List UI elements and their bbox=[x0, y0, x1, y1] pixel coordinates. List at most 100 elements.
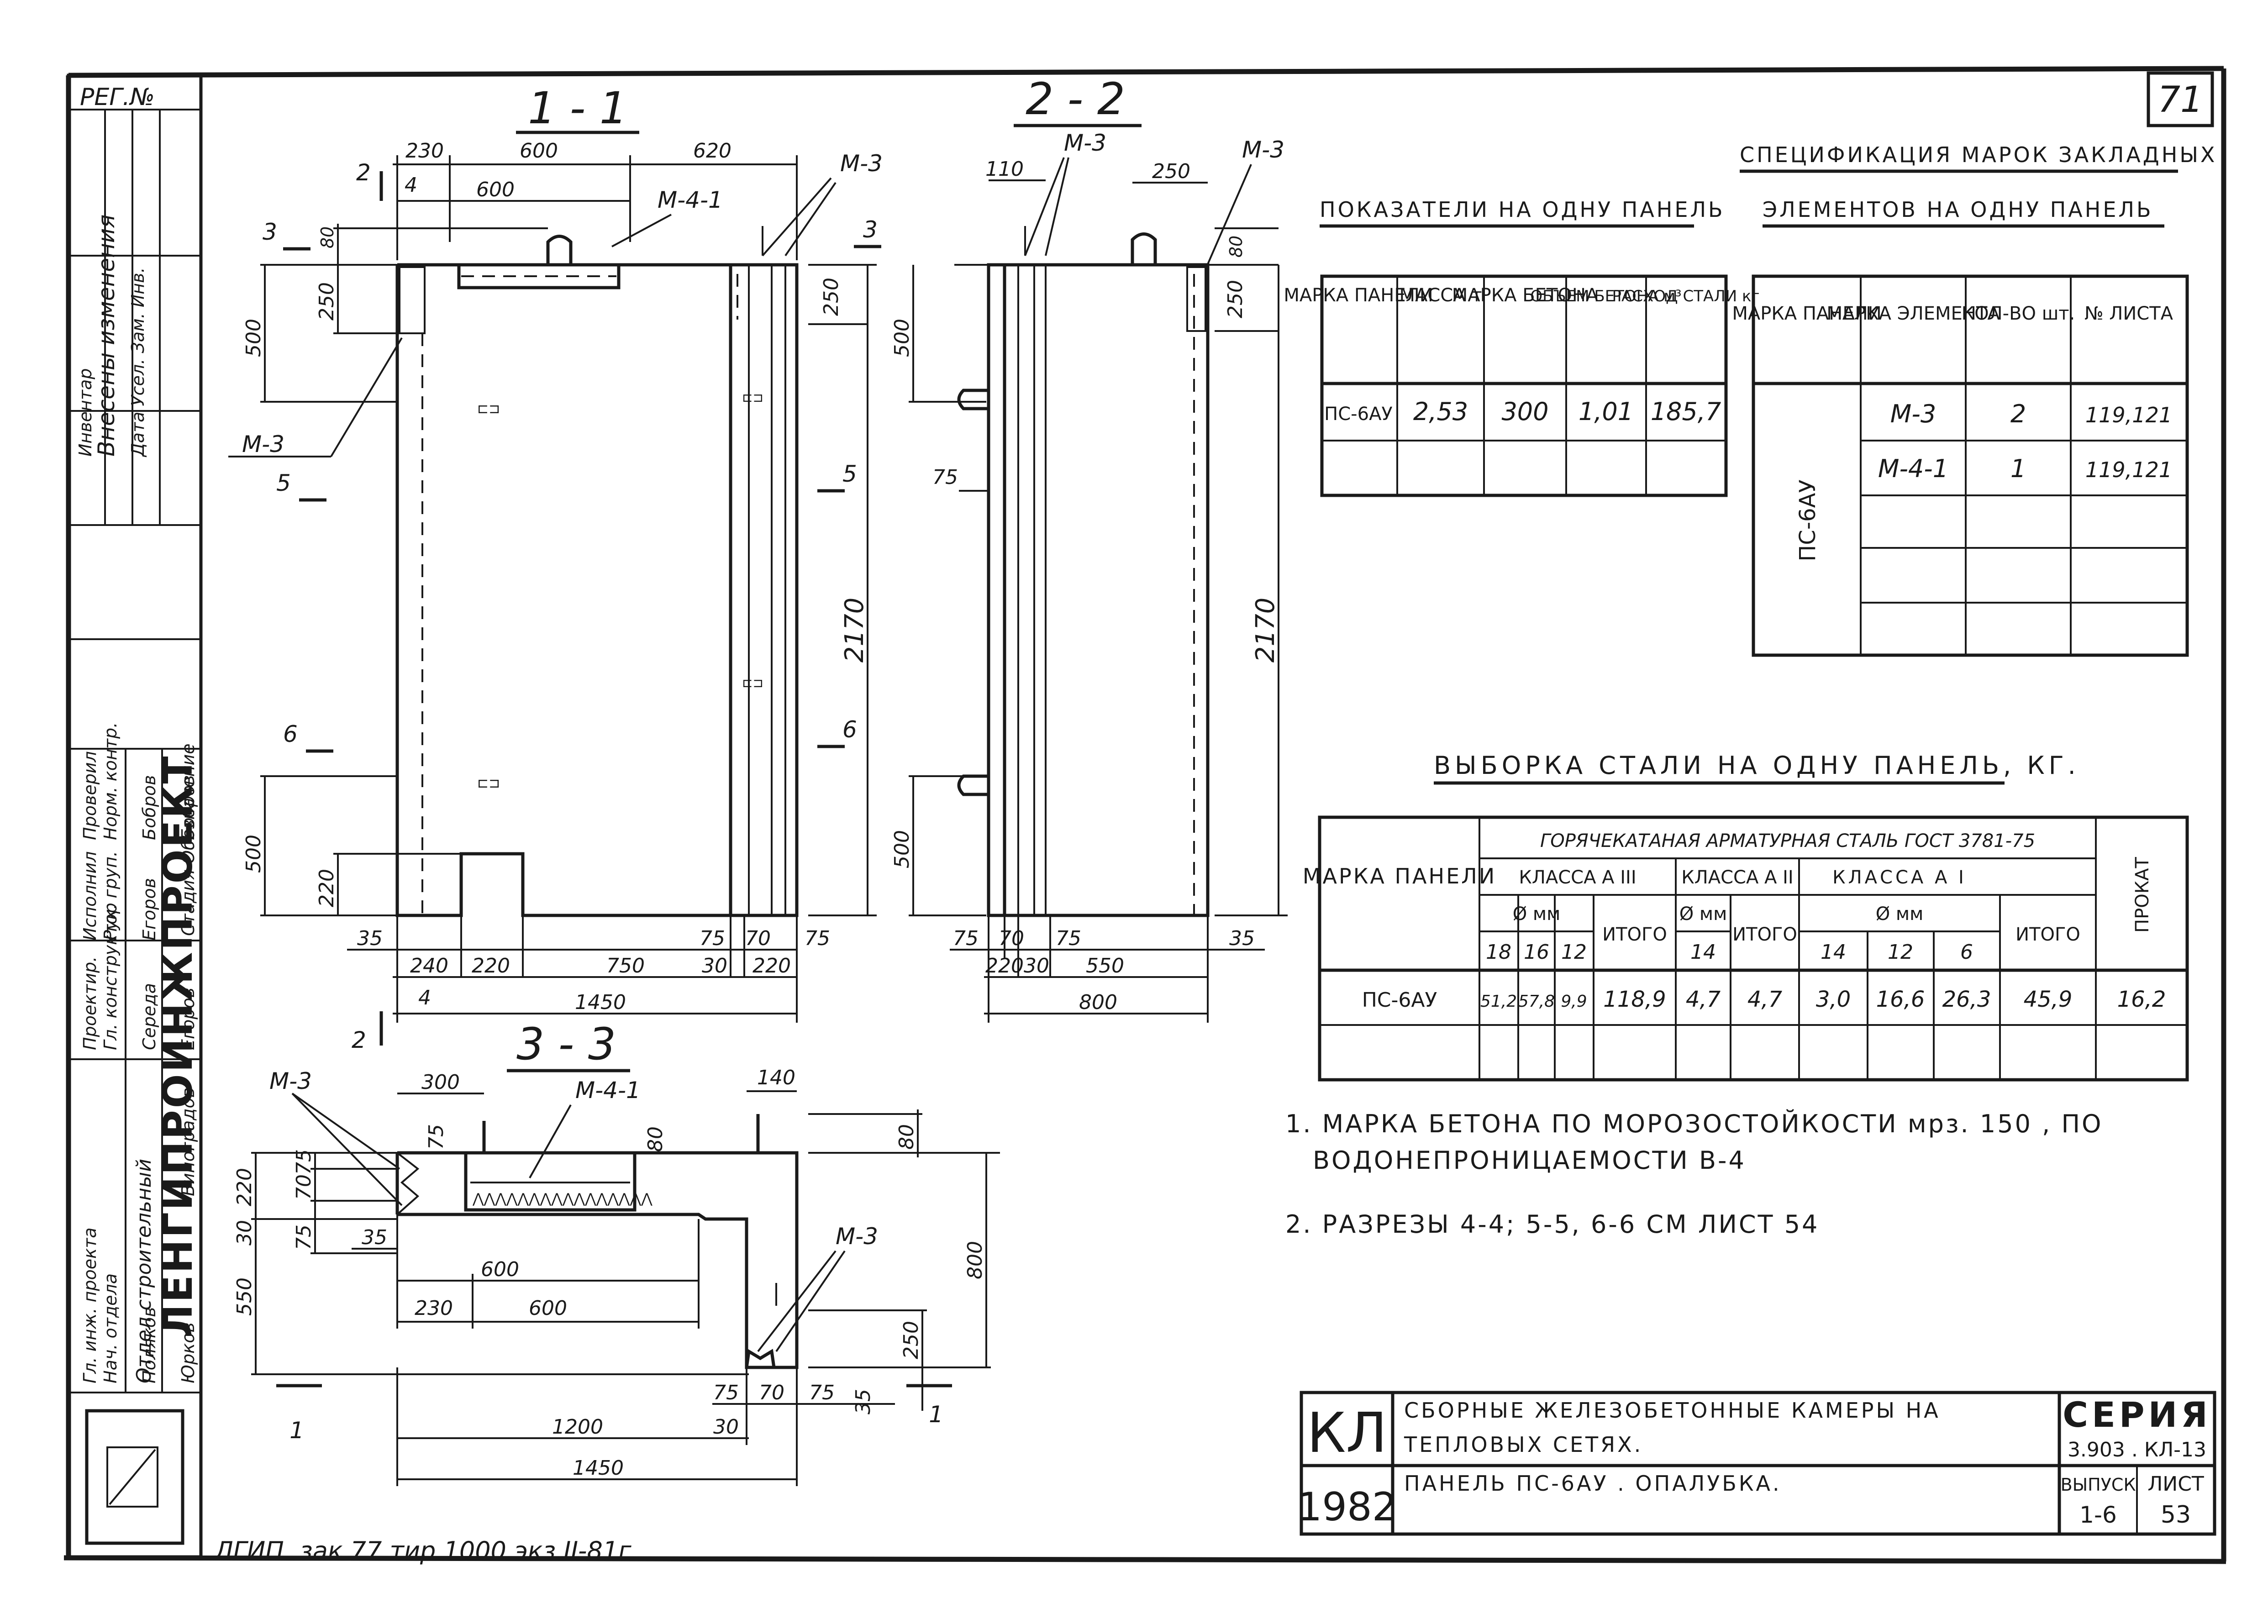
cut-5-right: 5 bbox=[842, 461, 857, 487]
title-block: КЛ 1982 СБОРНЫЕ ЖЕЛЕЗОБЕТОННЫЕ КАМЕРЫ НА… bbox=[1297, 1391, 2216, 1536]
left-stamp-block bbox=[67, 74, 203, 1559]
organization-name: ЛЕНГИПРОИНЖПРОЕКТ bbox=[154, 754, 201, 1338]
ind-header-panel: МАРКА ПАНЕЛИ bbox=[1284, 285, 1433, 306]
dim-33-35: 35 bbox=[362, 1226, 387, 1249]
cut-6-right: 6 bbox=[842, 716, 857, 743]
steel-dia-16: 16 bbox=[1524, 941, 1549, 964]
dim-33-80-b: 80 bbox=[895, 1124, 918, 1150]
steel-cell-18: 51,2 bbox=[1480, 992, 1517, 1011]
dim-70: 70 bbox=[745, 927, 771, 950]
issue-value: 1-6 bbox=[2079, 1502, 2117, 1528]
cut-4-top: 4 bbox=[405, 173, 417, 197]
sheet-value: 53 bbox=[2161, 1501, 2191, 1529]
steel-cell-a1-6: 26,3 bbox=[1942, 987, 1991, 1012]
spec-header-sheet: № ЛИСТА bbox=[2084, 303, 2173, 324]
dim-220-left: 220 bbox=[315, 869, 338, 907]
dim-33-600-b: 600 bbox=[529, 1297, 567, 1320]
dim-35: 35 bbox=[357, 927, 383, 950]
dim-22-80: 80 bbox=[1226, 236, 1246, 258]
dim-33-220: 220 bbox=[233, 1168, 256, 1206]
dim-33-30-b: 30 bbox=[713, 1415, 739, 1439]
svg-text:⋀⋀⋀⋀⋀⋀⋀⋀⋀⋀⋀⋀⋀⋀⋀⋀: ⋀⋀⋀⋀⋀⋀⋀⋀⋀⋀⋀⋀⋀⋀⋀⋀ bbox=[472, 1191, 653, 1207]
dim-22-70: 70 bbox=[999, 927, 1024, 950]
dim-620: 620 bbox=[693, 139, 731, 163]
dim-33-75-c: 75 bbox=[292, 1225, 316, 1250]
section-1-1-title: 1 - 1 bbox=[528, 83, 627, 134]
department-label: Отдел строительный bbox=[132, 1159, 156, 1383]
dim-33-70: 70 bbox=[292, 1174, 316, 1200]
svg-text:⊏⊐: ⊏⊐ bbox=[477, 775, 500, 791]
sheet-label: ЛИСТ bbox=[2147, 1472, 2204, 1496]
reg-number-label: РЕГ.№ bbox=[80, 84, 155, 111]
spec-panel-mark: ПС-6АУ bbox=[1795, 479, 1821, 562]
dim-220-rib: 220 bbox=[752, 954, 791, 978]
title-kl-mark: КЛ bbox=[1307, 1402, 1387, 1465]
name-5: Бобров bbox=[178, 775, 198, 840]
mark-m3-33-right: М-3 bbox=[836, 1223, 878, 1250]
sheet-frame bbox=[63, 66, 2226, 1564]
dim-22-30: 30 bbox=[1024, 954, 1049, 978]
dim-33-75-b: 75 bbox=[292, 1149, 316, 1175]
dim-500-upper: 500 bbox=[242, 319, 265, 357]
dim-22-110: 110 bbox=[985, 158, 1024, 181]
spec-cell-m41: М-4-1 bbox=[1878, 454, 1948, 483]
section-2-2: 2 - 2 500 500 75 2170 250 80 110 250 bbox=[890, 74, 1288, 1023]
cut-1-left: 1 bbox=[289, 1417, 304, 1444]
issue-label: ВЫПУСК bbox=[2061, 1475, 2136, 1495]
dim-75-b: 75 bbox=[805, 927, 830, 950]
stage-label: Стадия Обозначение bbox=[178, 743, 198, 936]
series-value: 3.903 . КЛ-13 bbox=[2068, 1438, 2206, 1461]
steel-header-class3: КЛАССА А III bbox=[1519, 867, 1636, 888]
role-group-lead: Рук. груп. bbox=[100, 851, 121, 941]
title-name-line-1: СБОРНЫЕ ЖЕЛЕЗОБЕТОННЫЕ КАМЕРЫ НА bbox=[1404, 1398, 1941, 1423]
spec-title-1: СПЕЦИФИКАЦИЯ МАРОК ЗАКЛАДНЫХ bbox=[1740, 142, 2217, 167]
series-label: СЕРИЯ bbox=[2063, 1394, 2211, 1435]
steel-header-group: ГОРЯЧЕКАТАНАЯ АРМАТУРНАЯ СТАЛЬ ГОСТ 3781… bbox=[1540, 830, 2035, 851]
steel-cell-14: 4,7 bbox=[1686, 987, 1721, 1012]
mark-m41-11: М-4-1 bbox=[658, 187, 723, 213]
steel-dia-14-a1: 14 bbox=[1821, 941, 1846, 964]
dim-30: 30 bbox=[702, 954, 727, 978]
note-1-line-2: ВОДОНЕПРОНИЦАЕМОСТИ В-4 bbox=[1313, 1146, 1746, 1175]
name-6: Поляков bbox=[139, 1307, 159, 1383]
ind-cell-steel: 185,7 bbox=[1651, 397, 1721, 426]
role-norm-control: Норм. контр. bbox=[100, 722, 121, 840]
steel-dia-6-a1: 6 bbox=[1960, 941, 1973, 964]
dim-22-500-lower: 500 bbox=[890, 830, 914, 868]
role-chief-engineer: Гл. инж. проекта bbox=[80, 1227, 100, 1383]
dim-33-75-d: 75 bbox=[713, 1381, 739, 1404]
inventory-label: Инвентар bbox=[75, 368, 95, 457]
dim-33-250: 250 bbox=[900, 1321, 923, 1359]
changes-label: Внесены изменения bbox=[93, 215, 120, 457]
steel-cell-a1-14: 3,0 bbox=[1816, 987, 1851, 1012]
section-1-1: 1 - 1 ⊏⊐ ⊏⊐ ⊏⊐ ⊏⊐ 230 600 620 600 4 bbox=[228, 83, 883, 1053]
spec-header-panel: МАРКА ПАНЕЛИ bbox=[1732, 303, 1881, 324]
section-3-3: 3 - 3 ⋀⋀⋀⋀⋀⋀⋀⋀⋀⋀⋀⋀⋀⋀⋀⋀ 300 140 75 80 80 … bbox=[233, 1019, 1000, 1486]
steel-cell-total1: 45,9 bbox=[2024, 987, 2073, 1012]
dim-22-550: 550 bbox=[1086, 954, 1124, 978]
ind-header-concrete: МАРКА БЕТОНА bbox=[1452, 285, 1599, 306]
dim-600-inner: 600 bbox=[476, 178, 515, 201]
steel-cell-12: 9,9 bbox=[1561, 992, 1587, 1011]
spec-cell-m41-sheet: 119,121 bbox=[2085, 457, 2172, 482]
dim-33-800: 800 bbox=[963, 1241, 987, 1279]
steel-dia-12: 12 bbox=[1561, 941, 1587, 964]
ind-cell-concrete: 300 bbox=[1501, 397, 1548, 426]
dim-33-140: 140 bbox=[757, 1066, 795, 1089]
steel-header-class1: КЛАССА А I bbox=[1832, 867, 1967, 888]
steel-header-total3: ИТОГО bbox=[1602, 924, 1667, 945]
steel-header-dia3: Ø мм bbox=[1513, 904, 1561, 925]
ind-cell-mass: 2,53 bbox=[1413, 397, 1468, 426]
section-2-2-title: 2 - 2 bbox=[1026, 74, 1125, 125]
name-1: Середа bbox=[139, 983, 159, 1050]
dim-33-230: 230 bbox=[415, 1297, 453, 1320]
dim-22-75-b: 75 bbox=[1056, 927, 1081, 950]
steel-cell-total2: 4,7 bbox=[1747, 987, 1783, 1012]
dim-22-250-top: 250 bbox=[1152, 160, 1190, 183]
dim-33-75-a: 75 bbox=[425, 1124, 448, 1150]
dim-33-35-b: 35 bbox=[852, 1389, 875, 1414]
dim-22-500-upper: 500 bbox=[890, 319, 914, 357]
spec-table: СПЕЦИФИКАЦИЯ МАРОК ЗАКЛАДНЫХ ЭЛЕМЕНТОВ Н… bbox=[1732, 142, 2217, 657]
mark-m41-33: М-4-1 bbox=[575, 1077, 641, 1104]
ind-cell-panel: ПС-6АУ bbox=[1324, 404, 1393, 425]
